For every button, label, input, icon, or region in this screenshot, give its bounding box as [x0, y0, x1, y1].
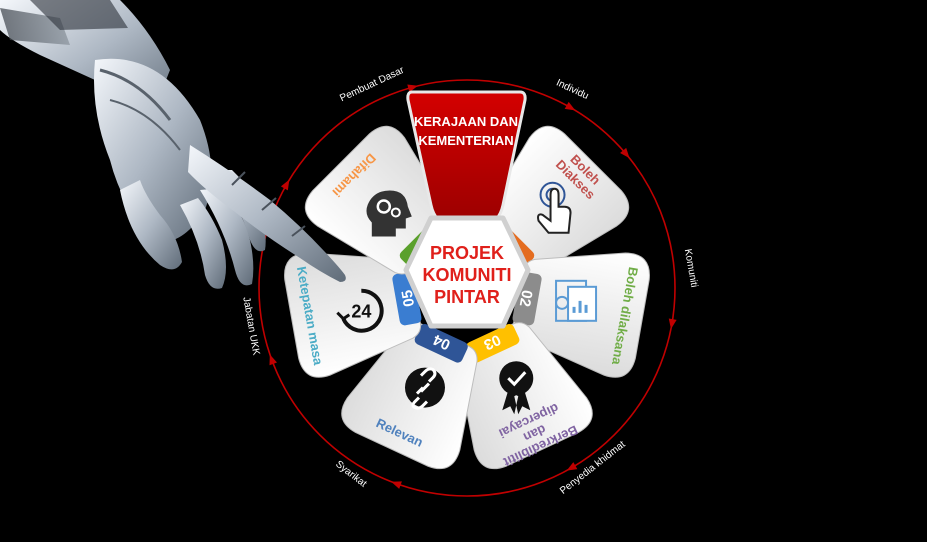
ring-label: Individu — [554, 77, 590, 102]
ring-arrow-icon — [564, 101, 576, 111]
ring-arrow-icon — [269, 354, 278, 366]
center-hub: PROJEK KOMUNITI PINTAR — [403, 215, 531, 329]
petals: 01BolehDiakses02Boleh dilaksana03Berkred… — [284, 125, 650, 470]
center-line-2: KOMUNITI — [423, 265, 512, 285]
document-chart-icon — [555, 279, 598, 322]
ring-label: Pembuat Dasar — [338, 65, 406, 105]
center-line-1: PROJEK — [430, 243, 504, 263]
petal-badge: 04 — [414, 323, 468, 363]
ring-arrow-icon — [620, 147, 630, 159]
head-gears-icon — [366, 190, 412, 237]
top-petal-line-1: KERAJAAN DAN — [414, 114, 518, 129]
ring-label: Syarikat — [333, 459, 368, 490]
link-icon — [404, 367, 445, 410]
award-ribbon-icon — [499, 361, 534, 415]
ring-label: Komuniti — [682, 248, 700, 288]
clock-24-icon: 24 — [336, 288, 384, 333]
top-petal-line-2: KEMENTERIAN — [418, 133, 513, 148]
ring-arrows — [269, 84, 677, 489]
outer-ring — [258, 79, 676, 497]
petal-badge: 03 — [466, 323, 520, 363]
ring-arrow-icon — [280, 179, 290, 191]
ring-label: Jabatan UKK — [240, 296, 261, 356]
petal-badge-number: 02 — [516, 289, 536, 308]
ring-arrow-icon — [668, 318, 677, 330]
ring-arrow-icon — [391, 481, 402, 489]
robot-hand-illustration — [0, 0, 346, 289]
ring-label: Penyedia khidmat — [558, 439, 628, 497]
ring-arrow-icon — [407, 84, 418, 93]
top-petal: KERAJAAN DAN KEMENTERIAN — [406, 90, 527, 228]
pointer-click-icon — [537, 181, 572, 234]
petal-badge-number: 05 — [399, 289, 419, 308]
center-line-3: PINTAR — [434, 287, 500, 307]
petal-badge-number: 04 — [430, 330, 453, 353]
petal-badge-number: 03 — [481, 331, 503, 353]
ring-arrow-icon — [566, 462, 578, 471]
svg-text:24: 24 — [351, 302, 371, 322]
